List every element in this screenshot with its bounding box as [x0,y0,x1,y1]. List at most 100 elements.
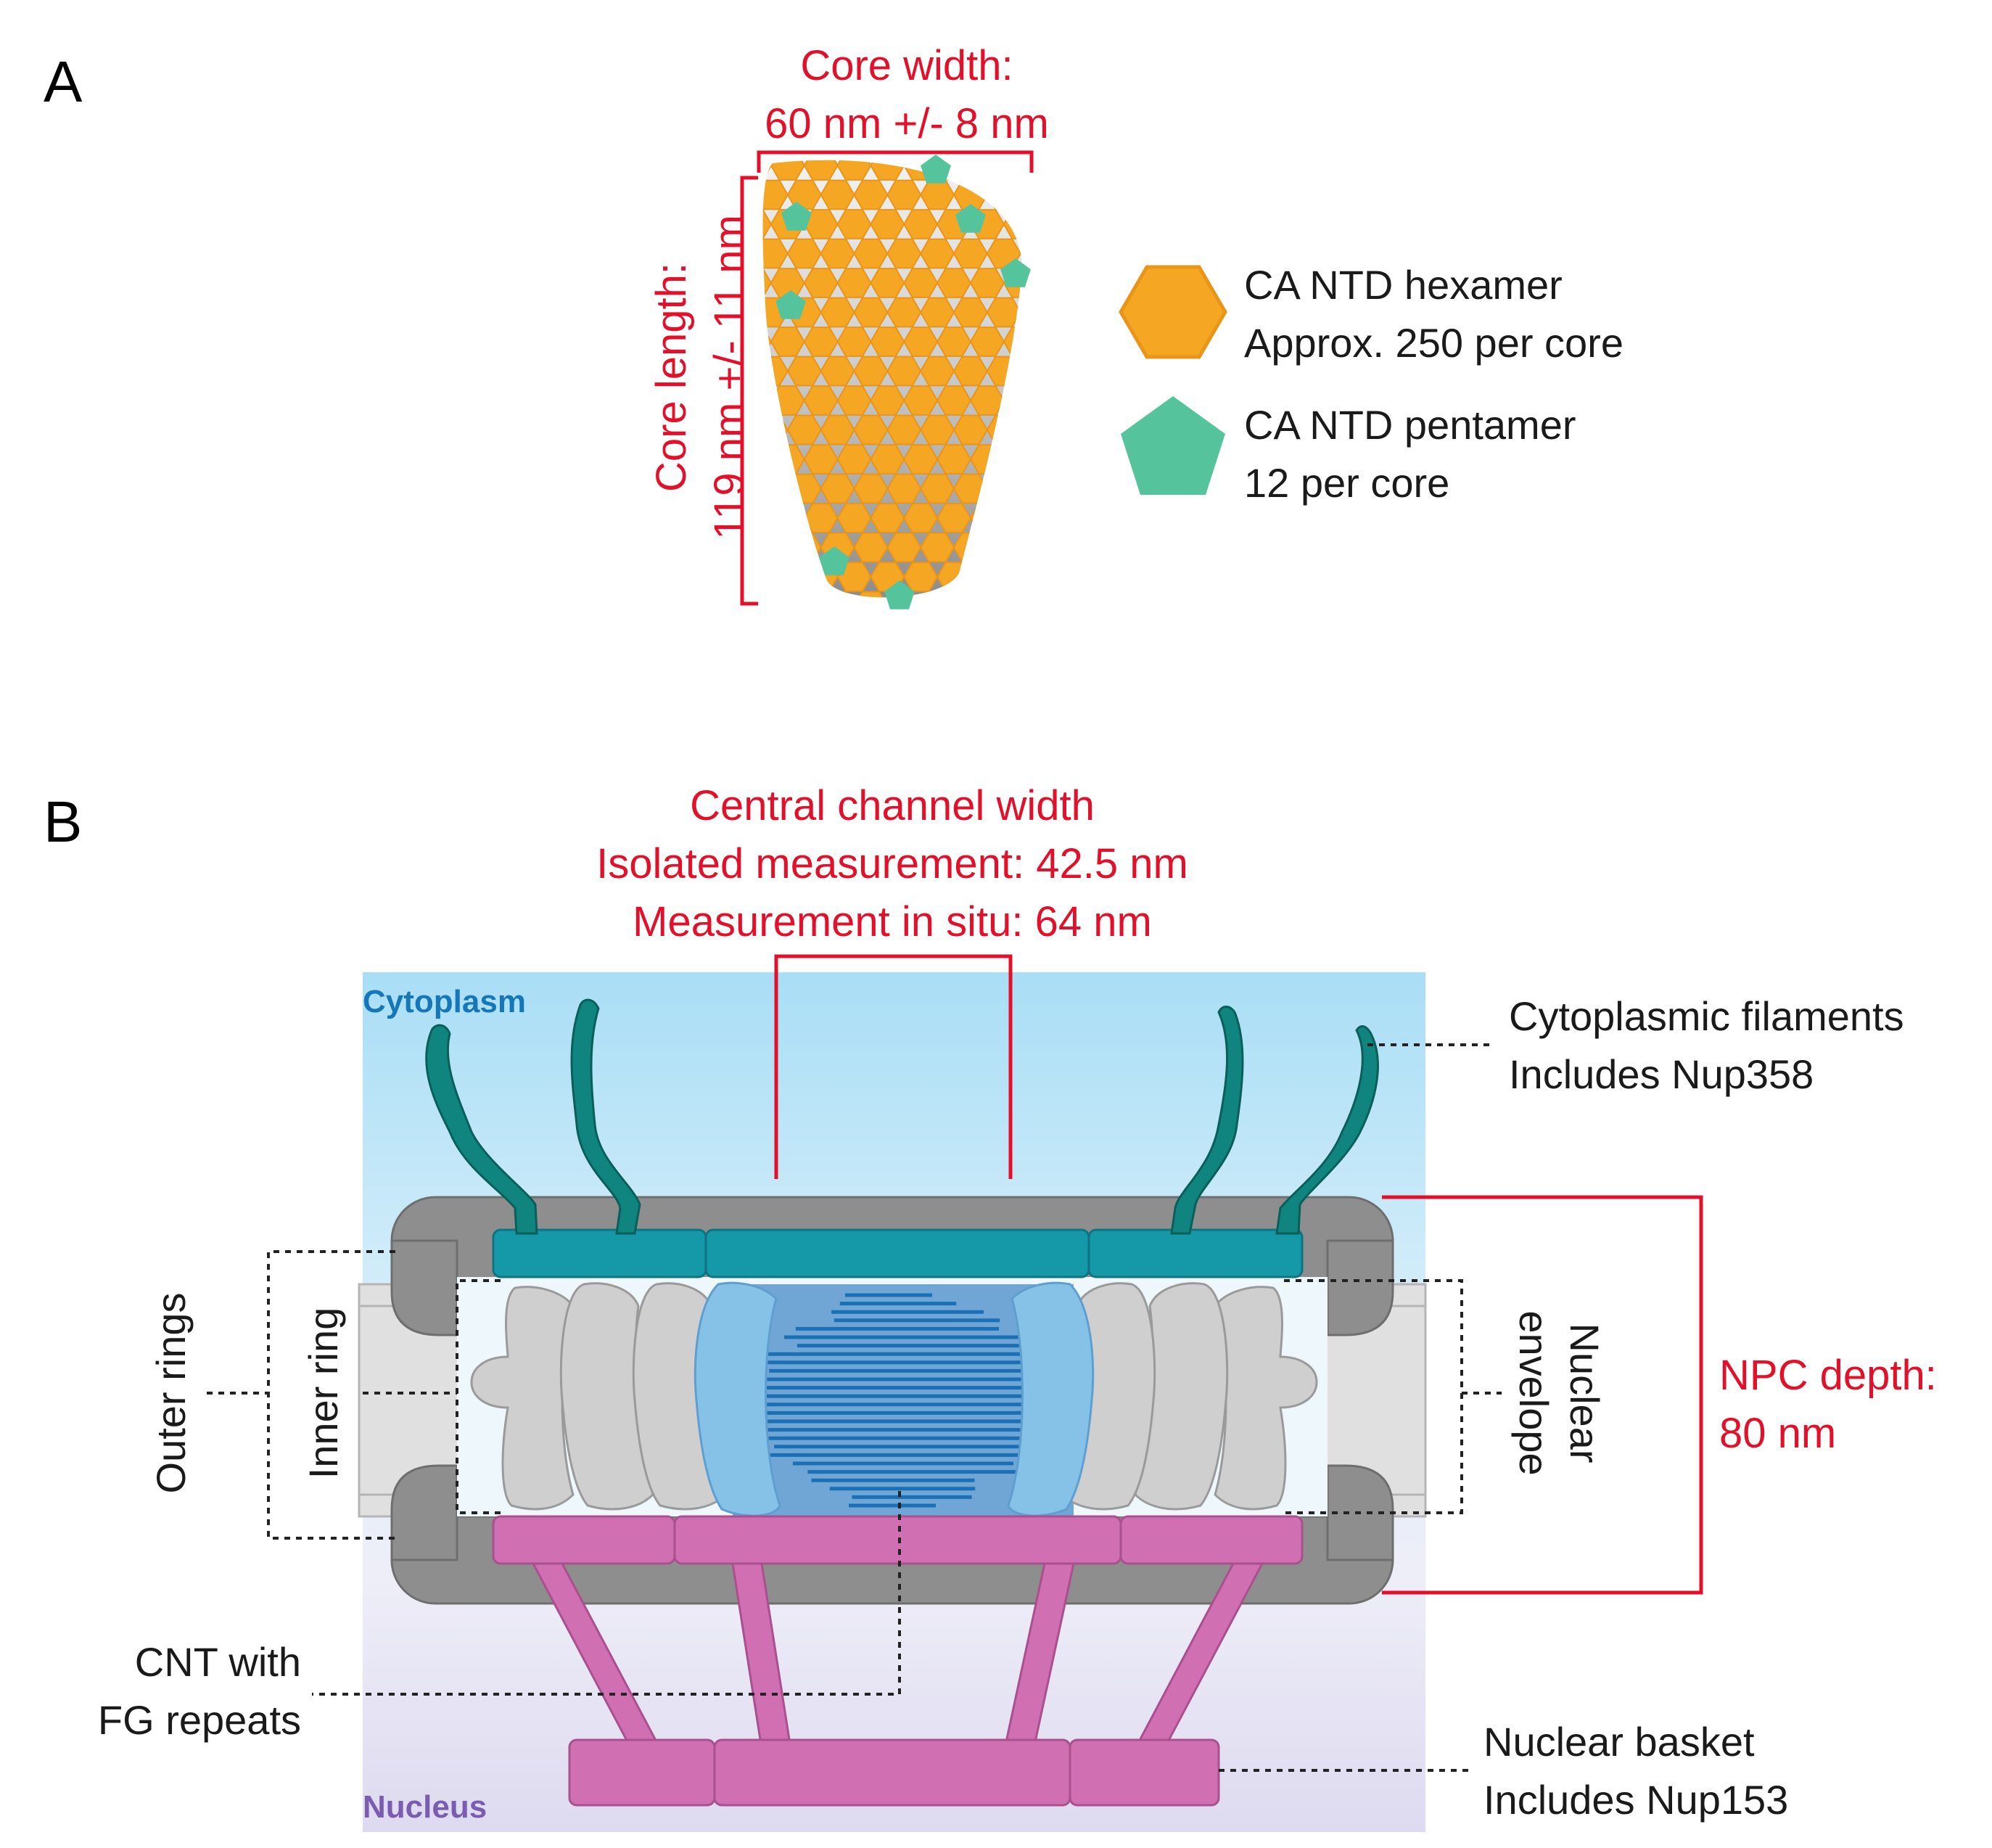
capsid-hexamer [903,562,939,592]
capsid-hexamer [853,297,889,328]
channel-lining-left [694,1281,781,1517]
capsid-hexamer [919,297,955,328]
capsid-hexamer [1019,414,1022,445]
leader-outer-rings [267,1250,395,1540]
panel-a-letter: A [44,49,83,114]
cnt-line1: CNT with [135,1639,301,1685]
capsid-hexamer [903,444,939,475]
capsid-hexamer [952,591,989,598]
central-channel-line2: Isolated measurement: 42.5 nm [596,840,1188,887]
capsid-hexamer [803,327,839,357]
capsid-hexamer [886,179,922,210]
capsid-hexamer [836,268,872,298]
capsid-hexamer [919,238,955,269]
capsid-hexamer [836,444,872,475]
capsid-hexamer [836,503,872,533]
capsid-pentamer [775,290,806,319]
nuclear-basket-line2: Includes Nup153 [1483,1777,1788,1823]
capsid-hexamer [952,297,989,328]
capsid-hexamer [770,562,805,592]
cytoplasmic-filaments [425,998,1379,1235]
legend-hexamer-line1: CA NTD hexamer [1244,262,1563,308]
inner-ring [470,1281,1318,1517]
capsid-hexamer [986,473,1021,504]
capsid-hexamer [986,297,1021,328]
legend-pentamer-line1: CA NTD pentamer [1244,402,1576,448]
cytoplasmic-ring [492,1228,1304,1278]
capsid-hexamer [903,385,939,416]
core-width-label-line2: 60 nm +/- 8 nm [765,100,1049,147]
core-length-label: Core length: 119 nm +/- 11 nm [648,215,753,540]
capsid-hexamer [1003,503,1022,533]
capsid-hexamer [886,532,922,563]
capsid-hexamer [803,385,839,416]
capsid-pentamer [1000,258,1031,287]
outer-rings-label: Outer rings [148,1293,194,1494]
capsid-hexamer [969,444,1005,475]
legend: CA NTD hexamer Approx. 250 per core CA N… [1119,262,1623,506]
central-channel-bracket [774,954,1013,1179]
capsid-hexamer [969,503,1005,533]
legend-hexamer-line2: Approx. 250 per core [1244,320,1623,366]
capsid-hexamer [770,327,805,357]
capsid-hexamer [803,503,839,533]
inner-ring-label: Inner ring [300,1307,346,1479]
capsid-hexamer [919,473,955,504]
capsid-hexamer [936,503,972,533]
capsid-hexamer [762,532,789,563]
capsid-hexamer [803,268,839,298]
capsid-hexamer [770,160,805,181]
leader-cnt [312,1491,901,1696]
cnt-line2: FG repeats [98,1697,301,1743]
nuclear-ring [492,1515,1304,1565]
capsid-hexamer [820,356,855,387]
npc-depth-bracket [1382,1195,1703,1595]
capsid-hexamer [1019,238,1022,269]
capsid-hexamer [786,532,822,563]
capsid-hexamer [919,591,955,598]
capsid-hexamer [952,238,989,269]
core-width-label-line1: Core width: [800,42,1013,89]
capsid-hexamer [886,473,922,504]
core-length-bracket [740,176,758,606]
capsid-hexamer [786,473,822,504]
capsid-hexamer [820,238,855,269]
capsid-hexamer [1003,209,1022,239]
capsid-hexamer [1019,297,1022,328]
capsid-hexamer [786,414,822,445]
capsid-hexamer [770,444,805,475]
capsid-hexamer [853,414,889,445]
npc-depth-line1: NPC depth: [1719,1352,1937,1399]
capsid-pentamer [955,204,986,233]
capsid-hexamer [1019,473,1022,504]
capsid-hexamer [1019,356,1022,387]
capsid-hexamer [986,591,1021,598]
legend-pentamer-line2: 12 per core [1244,460,1449,506]
capsid-hexamer [786,356,822,387]
capsid-hexamer [836,385,872,416]
capsid-hexamer [836,209,872,239]
capsid-hexamer [820,473,855,504]
capsid-hexamer [762,356,789,387]
capsid-pentamer [819,546,849,575]
capsid-hexamer [853,532,889,563]
capsid-hexamer [952,414,989,445]
central-channel-line3: Measurement in situ: 64 nm [633,898,1152,945]
capsid-hexamer [969,385,1005,416]
capsid-hexamer [903,327,939,357]
capsid-pentamer [884,580,915,609]
panel-b-letter: B [44,789,82,854]
capsid-hexamer [936,327,972,357]
capsid-hexamer [969,268,1005,298]
leader-lines [207,1043,1502,1772]
capsid-hexamer [1019,532,1022,563]
fg-repeats [754,1293,1052,1508]
core-length-label-line2: 119 nm +/- 11 nm [706,215,753,540]
capsid-hexamer [886,356,922,387]
capsid-hexamer [762,160,773,181]
capsid-hexamer [886,414,922,445]
capsid-hexamer [870,209,905,239]
capsid-hexamer [820,297,855,328]
capsid-hexamer [762,238,789,269]
nuclear-envelope-line2: envelope [1511,1310,1557,1475]
